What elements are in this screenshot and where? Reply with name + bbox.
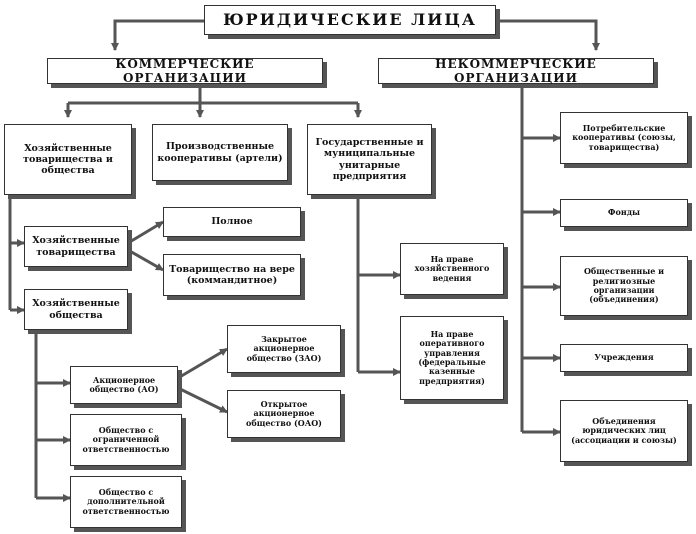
node-closed-jsc: Закрытое акционерное общество (ЗАО) [227, 325, 341, 373]
node-operational-management: На праве оперативного управления (федера… [400, 316, 504, 400]
node-economic-partnerships-societies: Хозяйственные товарищества и общества [4, 124, 132, 195]
node-institutions: Учреждения [560, 344, 688, 372]
node-associations: Объединения юридических лиц (ассоциации … [560, 400, 688, 462]
node-jsc: Акционерное общество (АО) [70, 366, 178, 404]
node-public-religious: Общественные и религиозные организации (… [560, 256, 688, 316]
node-noncommercial: НЕКОММЕРЧЕСКИЕ ОРГАНИЗАЦИИ [378, 57, 654, 85]
node-societies: Хозяйственные общества [24, 289, 128, 330]
node-funds: Фонды [560, 199, 688, 227]
node-consumer-cooperatives: Потребительские кооперативы (союзы, това… [560, 112, 688, 164]
node-partnerships: Хозяйственные товарищества [24, 226, 128, 267]
node-full-partnership: Полное [163, 207, 301, 237]
node-economic-management: На праве хозяйственного ведения [400, 243, 504, 295]
node-open-jsc: Открытое акционерное общество (ОАО) [227, 390, 341, 438]
node-alc: Общество с дополнительной ответственност… [70, 476, 182, 528]
node-legal-entities: ЮРИДИЧЕСКИЕ ЛИЦА [204, 5, 496, 35]
node-llc: Общество с ограниченной ответственностью [70, 414, 182, 466]
node-production-cooperatives: Производственные кооперативы (артели) [152, 124, 288, 181]
node-unitary-enterprises: Государственные и муниципальные унитарны… [307, 124, 432, 195]
node-limited-partnership: Товарищество на вере (коммандитное) [163, 254, 301, 296]
node-commercial: КОММЕРЧЕСКИЕ ОРГАНИЗАЦИИ [47, 57, 323, 85]
